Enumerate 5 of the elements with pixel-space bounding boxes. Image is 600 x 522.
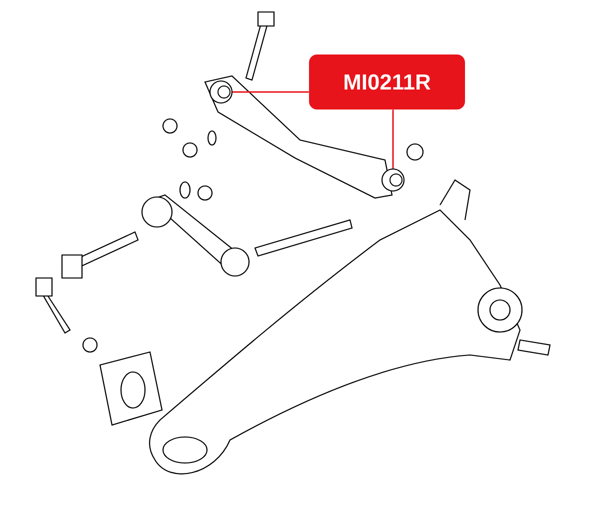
bushing [209, 80, 233, 104]
leader-line [232, 91, 309, 93]
leader-line [392, 110, 394, 168]
bushing [381, 168, 405, 192]
part-number-label: MI0211R [309, 54, 465, 110]
